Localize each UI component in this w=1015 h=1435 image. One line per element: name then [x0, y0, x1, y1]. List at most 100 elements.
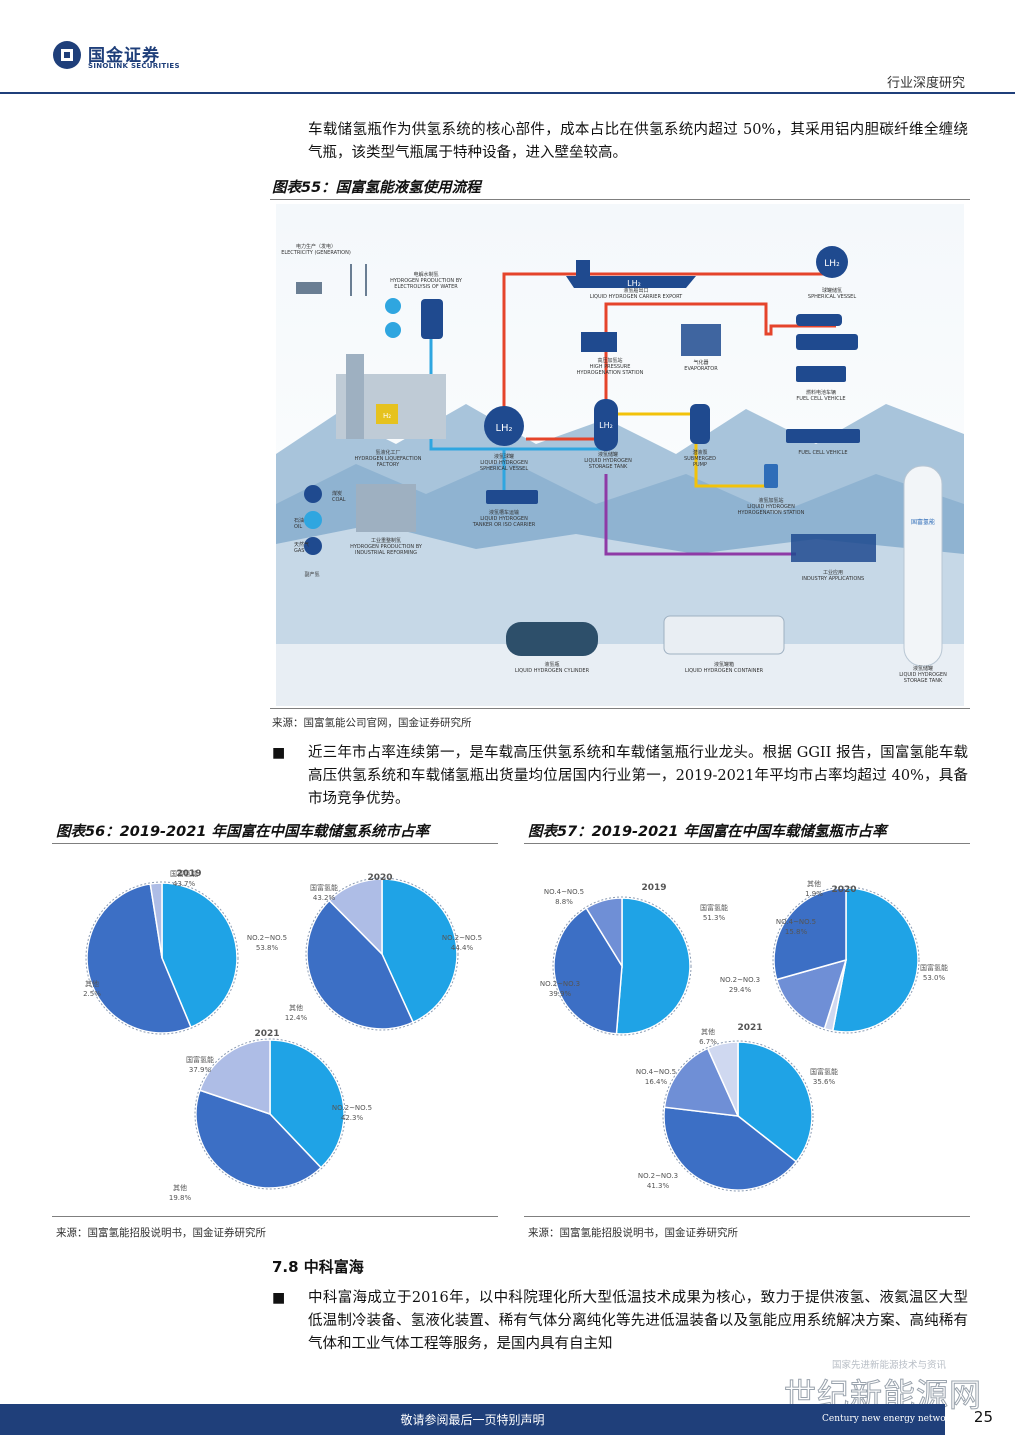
submerged-pump-icon	[690, 404, 710, 444]
pie-2020-value-3: 29.4%	[729, 986, 752, 994]
footer-bar	[0, 1404, 945, 1435]
pie-2019-slice-0	[615, 897, 691, 1035]
pie-2019-slice-1	[86, 883, 192, 1034]
tanker-truck-icon	[486, 490, 538, 504]
figure55-bottom-rule	[270, 708, 970, 709]
fuel-cell-truck-icon	[786, 429, 860, 443]
pie-2019-outline	[552, 896, 692, 1036]
pie-2021-outline	[662, 1040, 814, 1192]
label-container-en: LIQUID HYDROGEN CONTAINER	[685, 668, 764, 674]
label-pump-cn: 潜液泵	[692, 449, 707, 456]
pie-2021-label-0: 国富氢能	[810, 1067, 838, 1076]
header-divider	[0, 92, 1015, 94]
label-liq-factory-cn: 氢液化工厂	[375, 449, 400, 456]
pie-2020-label-0: 国富氢能	[310, 883, 338, 892]
label-byproduct: 副产氢	[304, 571, 319, 578]
label-tank-en2: STORAGE TANK	[904, 678, 943, 684]
label-lh-storage-en2: STORAGE TANK	[589, 464, 628, 470]
label-reform-cn: 工业重整制氢	[371, 537, 401, 544]
tank-logo: 国富氢能	[911, 518, 935, 526]
pie-2020-label-2: 其他	[289, 1003, 303, 1012]
pie-2021-title: 2021	[737, 1023, 762, 1033]
lh2-sphere-icon	[484, 406, 524, 446]
pie-2021-outline	[194, 1038, 346, 1190]
report-category: 行业深度研究	[886, 76, 965, 91]
watermark-english: Century new energy network	[822, 1414, 956, 1424]
label-cylinder-en: LIQUID HYDROGEN CYLINDER	[515, 668, 590, 674]
label-industry-cn: 工业应用	[823, 569, 843, 576]
lh2-sphere-label: LH₂	[495, 423, 512, 434]
pie-2021-title: 2021	[254, 1029, 279, 1039]
pie-2021-value-3: 6.7%	[699, 1038, 717, 1046]
pie-2020-label-0: 国富氢能	[920, 963, 948, 972]
power-drop-icon	[385, 298, 401, 314]
pie-2019-outline	[85, 881, 239, 1035]
intro-paragraph: 车载储氢瓶作为供氢系统的核心部件，成本占比在供氢系统内超过 50%，其采用铝内胆…	[308, 122, 968, 161]
pie-2020-slice-0	[831, 887, 919, 1033]
label-lh-station-cn: 液氢加氢站	[758, 497, 783, 504]
label-spherical-en: SPHERICAL VESSEL	[808, 294, 856, 300]
pie-2019-value-1: 53.8%	[256, 944, 279, 952]
label-evaporator-cn: 气化器	[693, 359, 708, 366]
industry-plant-icon	[791, 534, 876, 562]
label-container-cn: 液氢罐箱	[714, 661, 734, 668]
pie-2020-slice-1	[306, 899, 415, 1030]
pie-2019-label-0: 国富氢能	[700, 903, 728, 912]
bullet-marker: ■	[272, 745, 286, 761]
lh-container-icon	[663, 615, 785, 655]
pie-2021-value-1: 42.3%	[341, 1114, 364, 1122]
figure56-bottom-rule	[52, 1216, 498, 1217]
pie-2020-slice-3	[773, 887, 847, 981]
pie-2021-slice-0	[737, 1041, 813, 1163]
pie-2021-value-0: 35.6%	[813, 1078, 836, 1086]
watermark-subtitle: 国家先进新能源技术与资讯	[832, 1360, 947, 1371]
label-oil: 石油	[294, 517, 304, 524]
pie-2019-title: 2019	[176, 869, 201, 879]
label-spherical-cn: 球罐储氢	[822, 287, 842, 294]
pie-2021-label-1: NO.2~NO.5	[332, 1104, 372, 1112]
storage-tank-h2: LH₂	[599, 421, 613, 430]
pie-2021-label-2: NO.4~NO.5	[636, 1068, 676, 1076]
label-pump-en1: SUBMERGED	[684, 456, 716, 462]
carrier-ship-icon	[566, 276, 696, 288]
hydrogen-flow-diagram: LH₂ LH₂ LH₂ LH₂ H₂ 国富氢能 电力生产（发电） ELECTRI…	[276, 204, 964, 706]
pie-2020-title: 2020	[367, 873, 392, 883]
page-number: 25	[973, 1408, 993, 1426]
label-lh-station-en2: HYDROGENATION STATION	[738, 510, 805, 516]
pie-2021-label-2: 其他	[173, 1183, 187, 1192]
label-hp-cn: 高压加氢站	[597, 357, 622, 364]
label-coal-en: COAL	[332, 497, 346, 503]
figure56-source: 来源：国富氢能招股说明书，国金证券研究所	[56, 1227, 266, 1239]
logo-icon	[53, 41, 81, 69]
electrolyzer-icon	[421, 299, 443, 339]
pie-2019-value-0: 43.7%	[173, 880, 196, 888]
logo-text: 国金证券	[88, 46, 160, 66]
label-tank-cn: 液氢储罐	[913, 665, 933, 672]
flow-line-blue	[429, 302, 504, 451]
water-drop-icon	[385, 322, 401, 338]
spherical-vessel-h2: LH₂	[824, 259, 840, 269]
oil-icon	[304, 511, 322, 529]
pie-2021-slice-2	[198, 1039, 271, 1116]
pie-2019-value-0: 51.3%	[703, 914, 726, 922]
coal-icon	[304, 485, 322, 503]
figure56-caption: 图表56：2019-2021 年国富在中国车载储氢系统市占率	[56, 824, 429, 840]
label-liq-factory-en1: HYDROGEN LIQUEFACTION	[355, 456, 422, 462]
pie-2021-value-1: 41.3%	[647, 1182, 670, 1190]
label-cylinder-cn: 液氢瓶	[544, 661, 559, 668]
label-gas: 天然气	[294, 541, 309, 548]
pie-2019-title: 2019	[641, 883, 666, 893]
flow-line-purple	[604, 474, 796, 556]
label-industry-en: INDUSTRY APPLICATIONS	[802, 576, 864, 582]
reforming-plant-icon	[356, 484, 416, 532]
figure57-pie-charts: 2019国富氢能51.3%NO.2~NO.339.9%NO.4~NO.58.8%…	[540, 879, 948, 1192]
pie-2019-slice-2	[585, 897, 623, 969]
pie-2020-label-2: NO.4~NO.5	[776, 918, 816, 926]
label-hp-en1: HIGH PRESSURE	[590, 364, 631, 370]
label-electricity-cn: 电力生产（发电）	[296, 243, 336, 250]
footer-notice: 敬请参阅最后一页特别声明	[400, 1413, 545, 1427]
pie-2020-value-1: 1.9%	[805, 890, 823, 898]
label-fcv-en: FUEL CELL VEHICLE	[796, 396, 845, 402]
pie-2021-value-2: 19.8%	[169, 1194, 192, 1202]
evaporator-icon	[681, 324, 721, 356]
